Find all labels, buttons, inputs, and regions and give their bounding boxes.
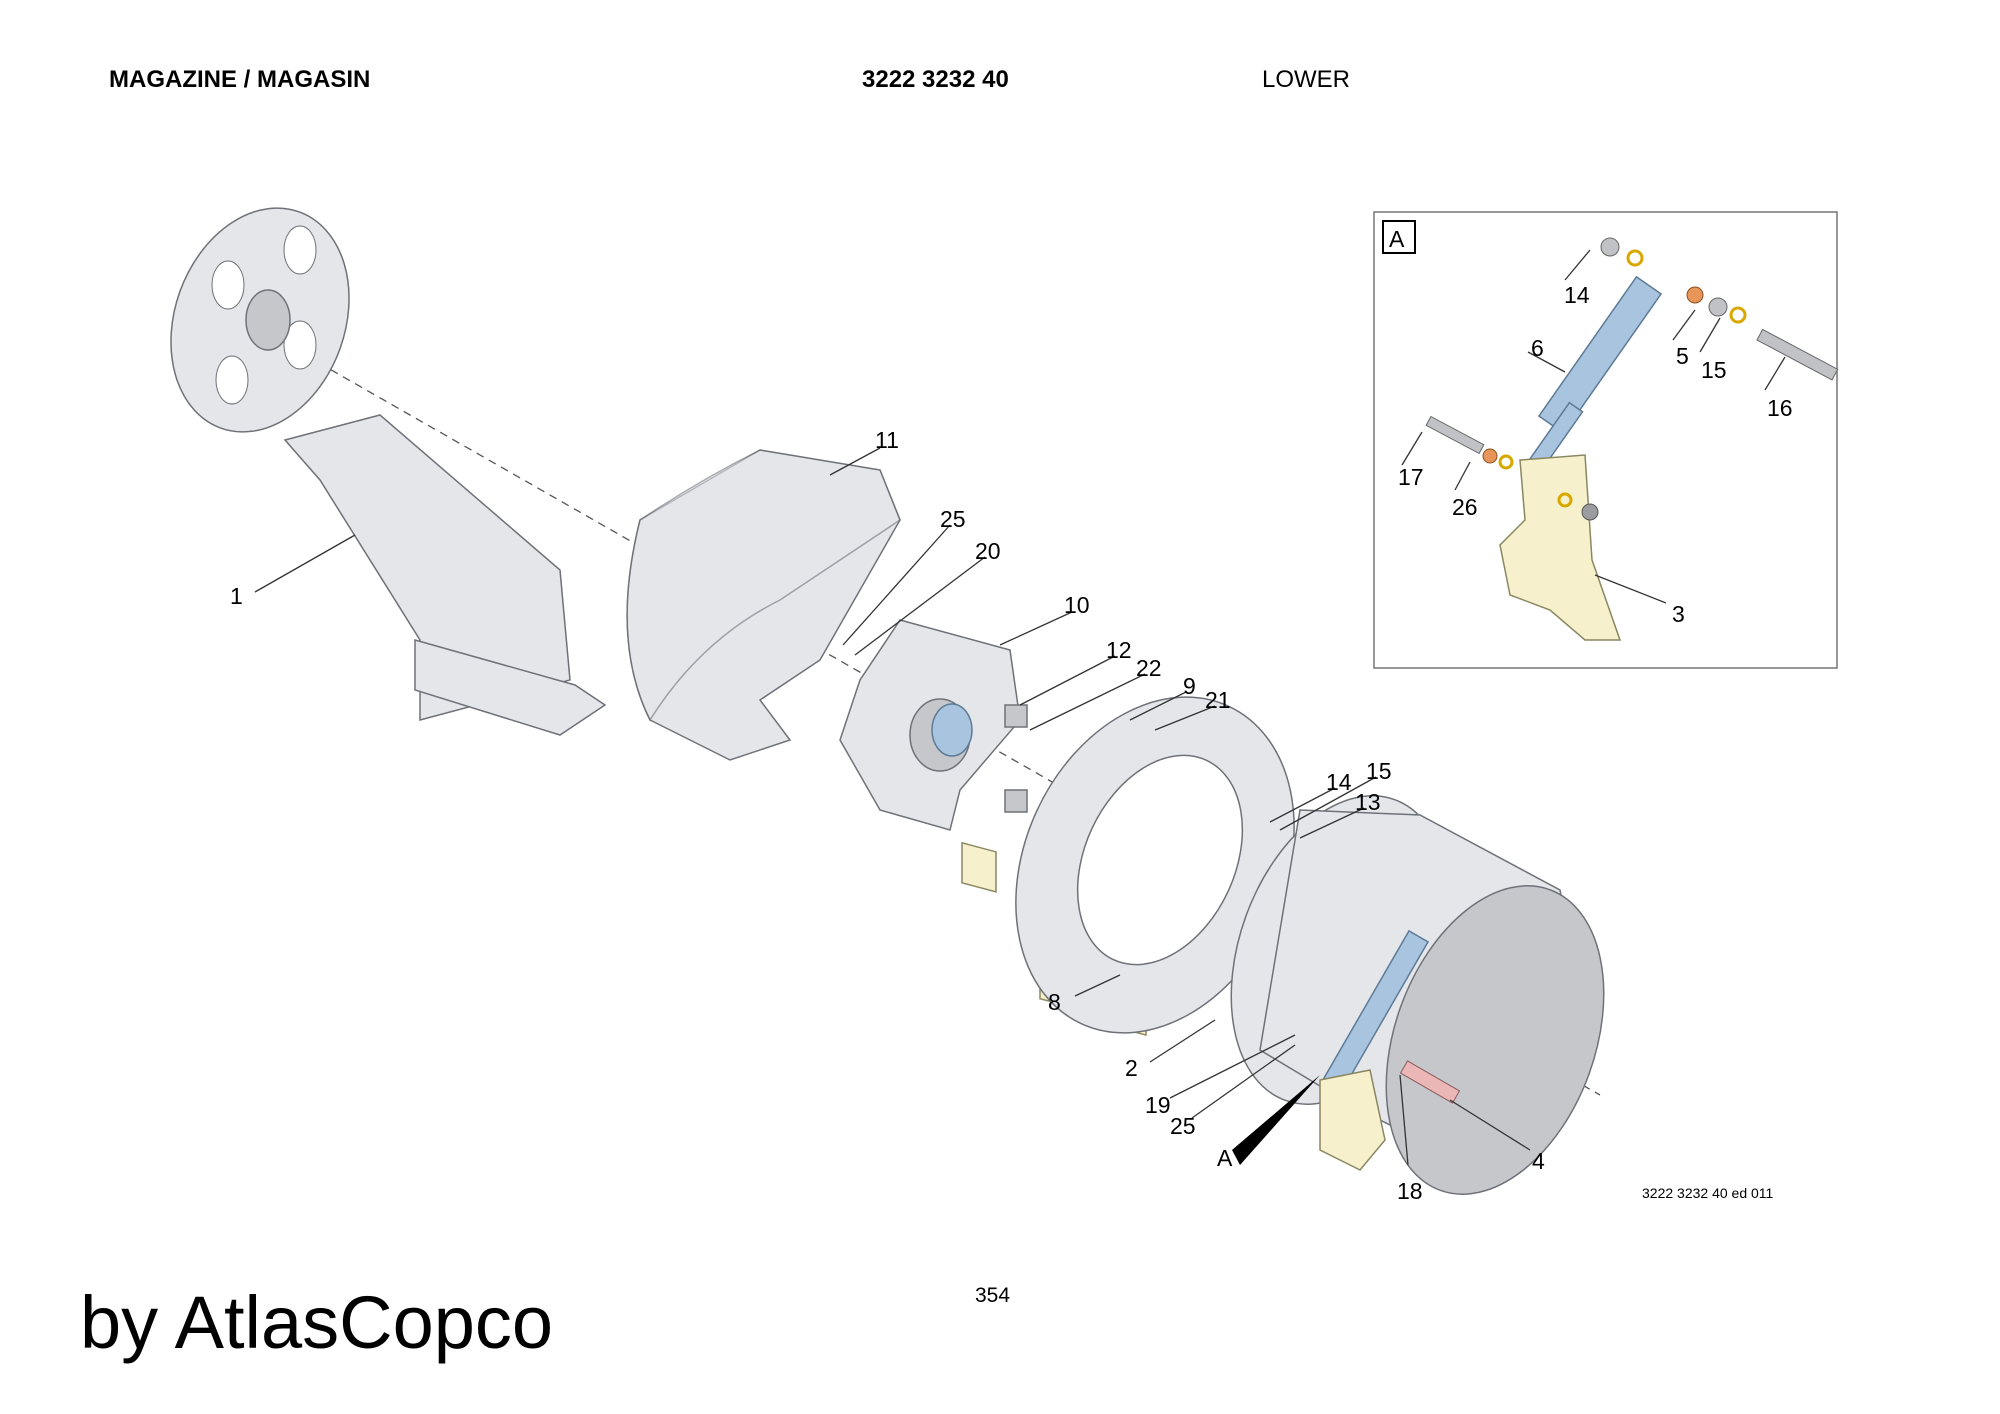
detail-callout-6: 6 (1531, 335, 1544, 361)
callout-18: 18 (1397, 1178, 1423, 1204)
detail-a-inset: A 14 6 5 15 16 17 26 3 (1373, 211, 1839, 669)
callout-11: 11 (875, 427, 899, 453)
part-8-disk (1015, 696, 1295, 1034)
detail-callout-3: 3 (1672, 601, 1685, 627)
part-10-bracket (839, 619, 1021, 831)
callout-21: 21 (1205, 687, 1231, 713)
callout-2: 2 (1125, 1055, 1138, 1081)
callout-25b: 25 (1170, 1113, 1196, 1139)
part-1-frame (170, 207, 607, 736)
detail-callout-17: 17 (1398, 464, 1424, 490)
callout-15: 15 (1366, 758, 1392, 784)
detail-callout-5: 5 (1676, 343, 1689, 369)
callout-1: 1 (230, 583, 243, 609)
detail-callout-15: 15 (1701, 357, 1727, 383)
callout-12: 12 (1106, 637, 1132, 663)
drawing-reference: 3222 3232 40 ed 011 (1642, 1185, 1774, 1201)
callout-22: 22 (1136, 655, 1162, 681)
callout-13: 13 (1355, 789, 1381, 815)
page-number: 354 (975, 1284, 1011, 1307)
page-title: MAGAZINE / MAGASIN (109, 66, 371, 93)
detail-a-pointer (1232, 1075, 1320, 1165)
callout-4: 4 (1532, 1148, 1545, 1174)
callout-25: 25 (940, 506, 966, 532)
callout-9: 9 (1183, 673, 1196, 699)
detail-a-label: A (1389, 226, 1405, 252)
callout-10: 10 (1064, 592, 1090, 618)
detail-callout-14: 14 (1564, 282, 1590, 308)
part-2-barrel (1230, 795, 1605, 1195)
callout-20: 20 (975, 538, 1001, 564)
brand-footer: by AtlasCopco (80, 1281, 554, 1364)
callout-19: 19 (1145, 1092, 1171, 1118)
leader-lines (254, 447, 1531, 1166)
callout-8: 8 (1048, 989, 1061, 1015)
variant-label: LOWER (1262, 66, 1351, 93)
callout-a: A (1217, 1145, 1233, 1171)
callout-14: 14 (1326, 769, 1352, 795)
detail-callout-26: 26 (1452, 494, 1478, 520)
part-number: 3222 3232 40 (862, 66, 1009, 93)
part-11-cover (626, 449, 901, 761)
detail-callout-16: 16 (1767, 395, 1793, 421)
